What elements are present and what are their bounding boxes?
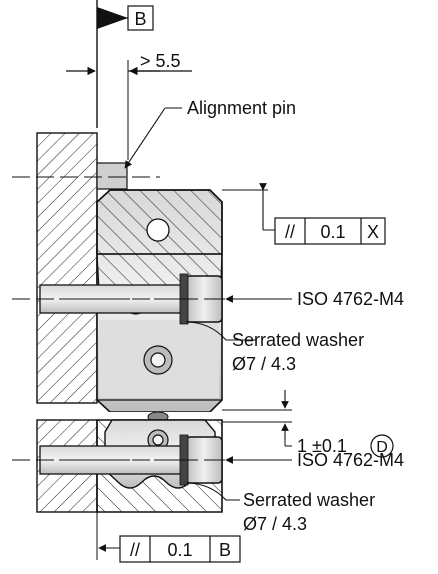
alignment-pin (96, 162, 128, 190)
callout-washer-upper: Serrated washer Ø7 / 4.3 (185, 321, 364, 374)
datum-ref-bottom: B (219, 540, 231, 560)
washer-lower-line2: Ø7 / 4.3 (243, 514, 307, 534)
mounting-wall (36, 132, 98, 404)
tolerance-top: 0.1 (320, 222, 345, 242)
alignment-pin-label: Alignment pin (187, 98, 296, 118)
screw-upper-label: ISO 4762-M4 (297, 289, 404, 309)
tolerance-bottom: 0.1 (167, 540, 192, 560)
gap-datum-d: D (376, 439, 388, 456)
washer-upper-line2: Ø7 / 4.3 (232, 354, 296, 374)
parallel-symbol-bottom: // (130, 540, 140, 560)
min-distance-value: > 5.5 (140, 51, 181, 71)
callout-washer-lower: Serrated washer Ø7 / 4.3 (185, 482, 375, 534)
gap-dimension: 1 ±0.1 D (222, 390, 394, 458)
screw-lower-label: ISO 4762-M4 (297, 450, 404, 470)
bore-hole (146, 218, 170, 242)
gap-value: 1 ±0.1 (297, 436, 347, 456)
parallelism-frame-top: // 0.1 X (222, 183, 386, 245)
callout-screw-upper: ISO 4762-M4 (225, 289, 404, 309)
datum-b-top-label: B (134, 9, 146, 29)
washer-upper-line1: Serrated washer (232, 330, 364, 350)
datum-ref-top: X (367, 222, 379, 242)
washer-lower-line1: Serrated washer (243, 490, 375, 510)
callout-screw-lower: ISO 4762-M4 (225, 450, 404, 470)
callout-alignment-pin: Alignment pin (124, 98, 296, 169)
min-distance-dimension: > 5.5 (66, 51, 192, 160)
datum-b-top: B (96, 0, 154, 128)
parallelism-frame-bottom: // 0.1 B (96, 512, 241, 563)
parallel-symbol-top: // (285, 222, 295, 242)
